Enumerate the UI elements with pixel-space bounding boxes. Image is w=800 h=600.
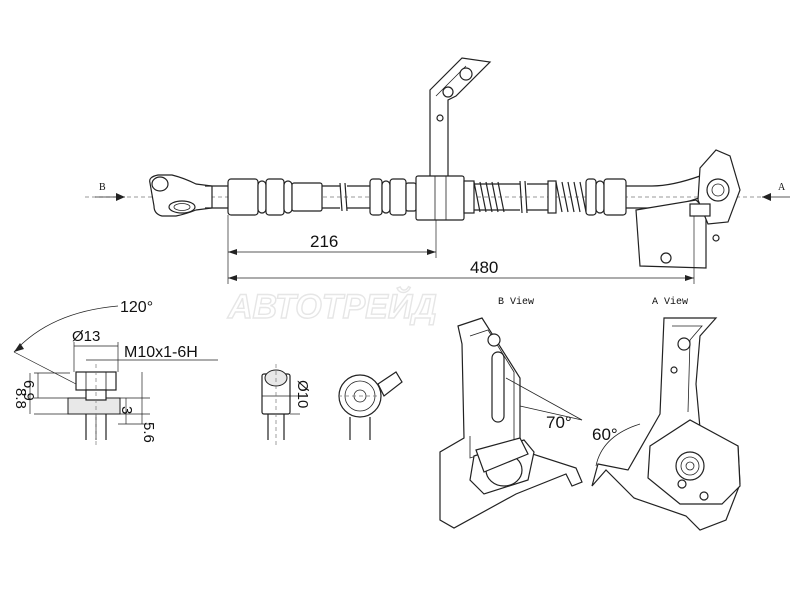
fitting-section-detail: 120° Ø13 M10x1-6H 6.9 8.8 3 5.6 (12, 299, 218, 445)
dimension-480: 480 (228, 216, 695, 284)
svg-text:70°: 70° (546, 413, 572, 432)
right-fitting-assembly (626, 149, 741, 269)
mounting-bracket (415, 57, 492, 221)
svg-text:M10x1-6H: M10x1-6H (124, 344, 198, 361)
dimension-216: 216 (227, 215, 437, 284)
b-view: B View 70° (439, 296, 583, 529)
svg-text:8.8: 8.8 (12, 388, 29, 409)
banjo-fitting-left (149, 174, 228, 217)
svg-text:B: B (99, 182, 106, 193)
svg-text:Ø10: Ø10 (294, 380, 311, 408)
sleeve-left (227, 178, 323, 216)
view-b-arrow: B (95, 182, 125, 201)
svg-text:3: 3 (118, 406, 135, 414)
svg-text:60°: 60° (592, 425, 618, 444)
svg-text:216: 216 (310, 232, 338, 251)
svg-text:A View: A View (652, 296, 688, 308)
watermark: АВТОТРЕЙД (227, 287, 437, 326)
svg-text:Ø13: Ø13 (72, 328, 100, 345)
a-view: A View 60° (591, 296, 741, 531)
view-a-arrow: A (762, 182, 790, 201)
spring-guard-right (547, 178, 627, 216)
svg-text:120°: 120° (120, 299, 153, 316)
banjo-eye-top-view (338, 371, 403, 440)
sleeve-middle (369, 178, 417, 216)
main-hose-view: B A (85, 57, 790, 284)
svg-text:6.9: 6.9 (20, 380, 37, 401)
tube-end-detail: Ø10 (261, 364, 311, 445)
svg-text:B View: B View (498, 296, 534, 308)
spring-guard-middle (463, 180, 548, 214)
svg-text:A: A (778, 182, 786, 193)
svg-text:5.6: 5.6 (140, 422, 157, 443)
svg-text:480: 480 (470, 258, 498, 277)
